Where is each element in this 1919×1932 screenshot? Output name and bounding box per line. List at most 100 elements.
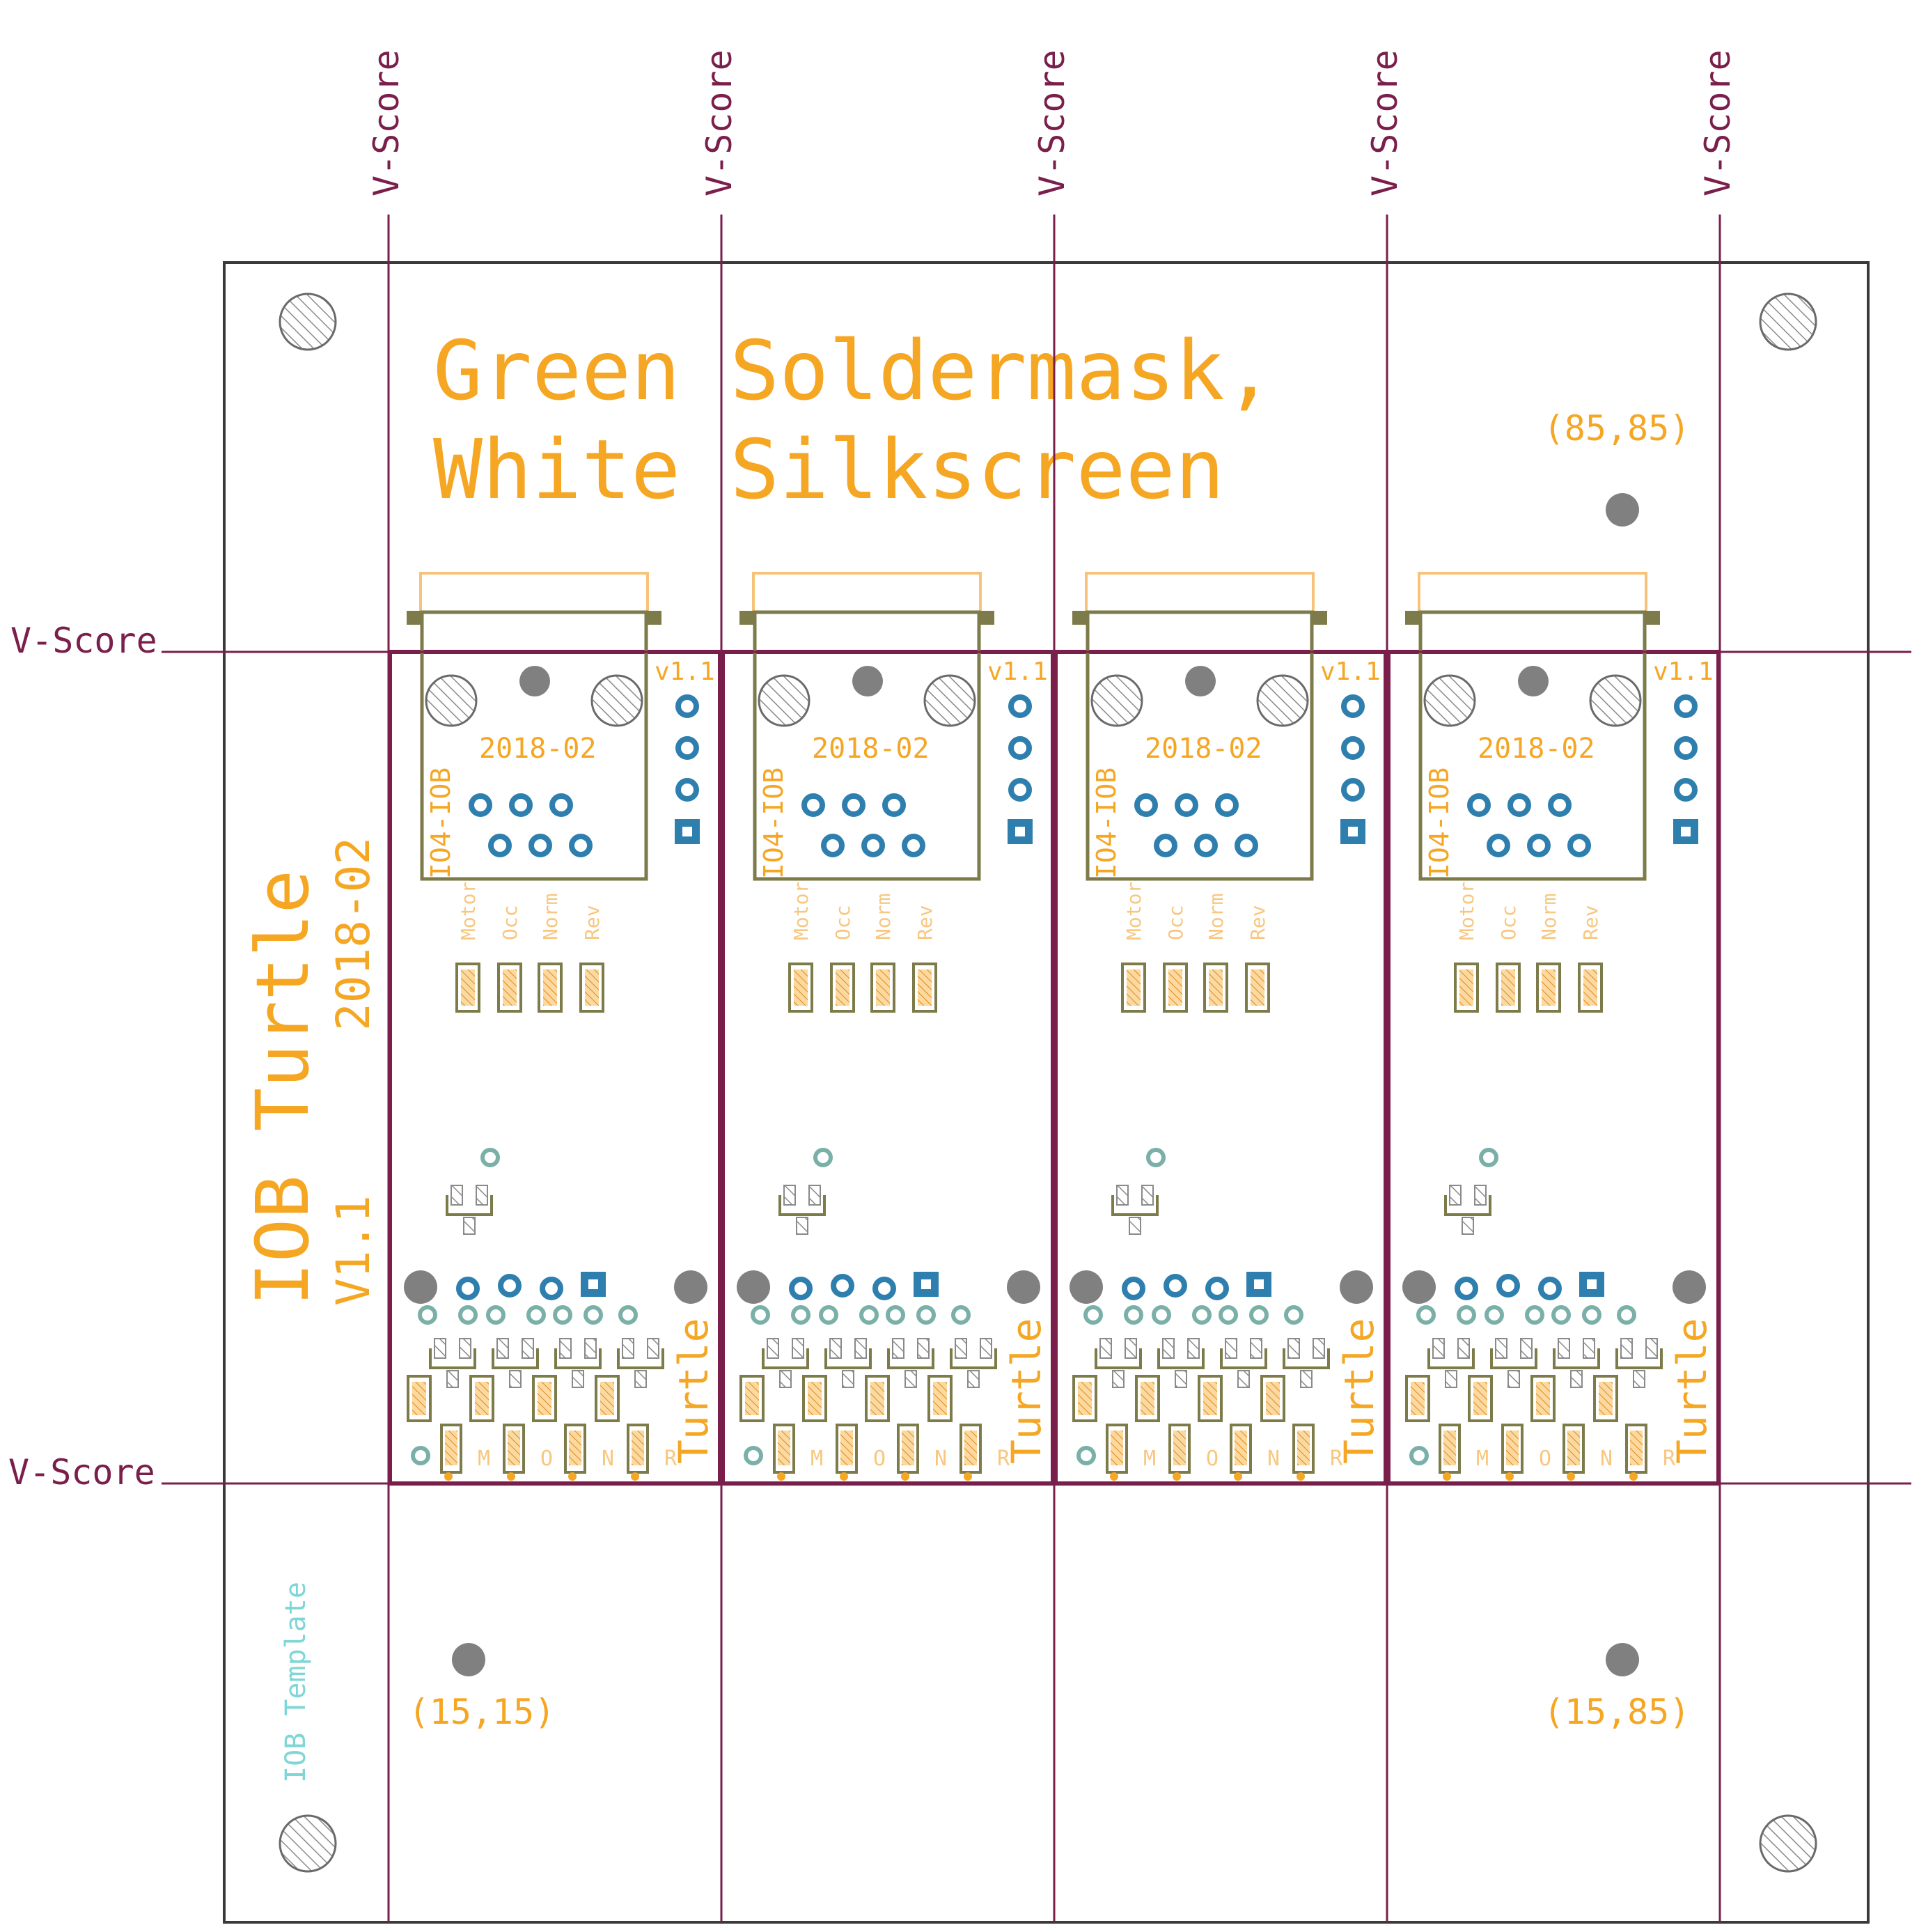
transistor-outline — [1427, 1348, 1475, 1369]
transistor-outline — [554, 1348, 602, 1369]
transistor-pad — [476, 1185, 488, 1206]
led-label: Motor — [1122, 882, 1145, 940]
resistor-pad — [1411, 1382, 1425, 1415]
connector-body — [753, 610, 981, 881]
input-pin-square-hole — [1254, 1279, 1264, 1289]
resistor-pad — [1078, 1382, 1092, 1415]
diode-pad — [1111, 1431, 1123, 1465]
diode-pad — [964, 1431, 977, 1465]
transistor-pad — [1445, 1370, 1457, 1388]
transistor-pad — [1129, 1217, 1141, 1235]
connector-tab-pad — [1313, 611, 1327, 625]
input-pin-square-hole — [921, 1279, 931, 1289]
module-date: 2018-02 — [812, 733, 930, 765]
mounting-hole — [279, 293, 337, 351]
header-pin — [1674, 694, 1698, 718]
led-label: Motor — [790, 882, 813, 940]
connector-pin — [1235, 834, 1258, 857]
led-label: Norm — [1205, 894, 1228, 940]
transistor-pad — [980, 1338, 992, 1359]
header-pin — [675, 736, 699, 760]
transistor-pad — [1432, 1338, 1445, 1359]
transistor-outline — [824, 1348, 872, 1369]
transistor-pad — [496, 1338, 509, 1359]
transistor-pad — [1116, 1185, 1129, 1206]
transistor-outline — [1220, 1348, 1267, 1369]
panel-outline — [223, 261, 1870, 1924]
led-label: Rev — [1579, 905, 1602, 940]
signal-letter: N — [602, 1447, 614, 1471]
connector-pin — [1467, 793, 1491, 817]
diode-polarity-dot — [1629, 1472, 1638, 1481]
led-pad — [836, 969, 849, 1006]
mounting-hole — [1759, 293, 1817, 351]
transistor-pad — [1162, 1338, 1175, 1359]
header-pin — [1008, 778, 1032, 802]
transistor-outline — [1444, 1195, 1491, 1216]
connector-pin — [488, 834, 512, 857]
connector-pin — [569, 834, 593, 857]
test-point — [1076, 1446, 1096, 1465]
module-version: v1.1 — [655, 657, 715, 686]
diode-pad — [840, 1431, 853, 1465]
module-part: IO4-IOB — [758, 768, 789, 879]
transistor-pad — [1099, 1338, 1112, 1359]
transistor-outline — [446, 1195, 493, 1216]
title-line-2: White Silkscreen — [433, 421, 1225, 517]
transistor-pad — [1141, 1185, 1154, 1206]
transistor-pad — [854, 1338, 867, 1359]
test-point — [1617, 1305, 1636, 1325]
transistor-pad — [829, 1338, 842, 1359]
led-label: Rev — [581, 905, 604, 940]
module-name: Turtle — [1003, 1318, 1050, 1464]
test-point — [1152, 1305, 1171, 1325]
connector-body — [1418, 610, 1647, 881]
resistor-pad — [538, 1382, 551, 1415]
signal-letter: O — [873, 1447, 886, 1471]
test-point — [791, 1305, 810, 1325]
test-point — [486, 1305, 506, 1325]
diode-pad — [1630, 1431, 1643, 1465]
diode-pad — [1443, 1431, 1456, 1465]
transistor-outline — [1490, 1348, 1537, 1369]
connector-mount-hole — [1589, 674, 1642, 727]
connector-mount-hole — [590, 674, 643, 727]
led-pad — [585, 969, 599, 1006]
header-pin — [1341, 694, 1365, 718]
transistor-pad — [1225, 1338, 1237, 1359]
v-score-label: V-Score — [366, 49, 407, 196]
signal-letter: N — [934, 1447, 947, 1471]
led-label: Norm — [872, 894, 895, 940]
module-version: v1.1 — [987, 657, 1048, 686]
diode-polarity-dot — [1110, 1472, 1118, 1481]
transistor-outline — [1157, 1348, 1205, 1369]
input-pin — [1122, 1277, 1145, 1300]
led-label: Motor — [1455, 882, 1478, 940]
transistor-pad — [1187, 1338, 1200, 1359]
diode-pad — [778, 1431, 790, 1465]
connector-tab-pad — [1072, 611, 1086, 625]
transistor-pad — [1237, 1370, 1250, 1388]
v-score-label: V-Score — [1365, 49, 1405, 196]
transistor-pad — [917, 1338, 930, 1359]
connector-mount-hole — [1090, 674, 1143, 727]
resistor-pad — [1599, 1382, 1613, 1415]
module-date: 2018-02 — [479, 733, 597, 765]
input-pin-square-hole — [588, 1279, 598, 1289]
diode-polarity-dot — [568, 1472, 577, 1481]
input-pin — [872, 1277, 896, 1300]
module-fiducial — [1402, 1270, 1436, 1304]
input-pin — [456, 1277, 480, 1300]
transistor-pad — [1287, 1338, 1300, 1359]
connector-pin — [861, 834, 885, 857]
diode-polarity-dot — [777, 1472, 785, 1481]
resistor-pad — [1203, 1382, 1217, 1415]
test-point — [1284, 1305, 1303, 1325]
signal-letter: M — [1143, 1447, 1156, 1471]
connector-tab — [419, 572, 649, 616]
diode-polarity-dot — [631, 1472, 639, 1481]
connector-tab — [1085, 572, 1315, 616]
